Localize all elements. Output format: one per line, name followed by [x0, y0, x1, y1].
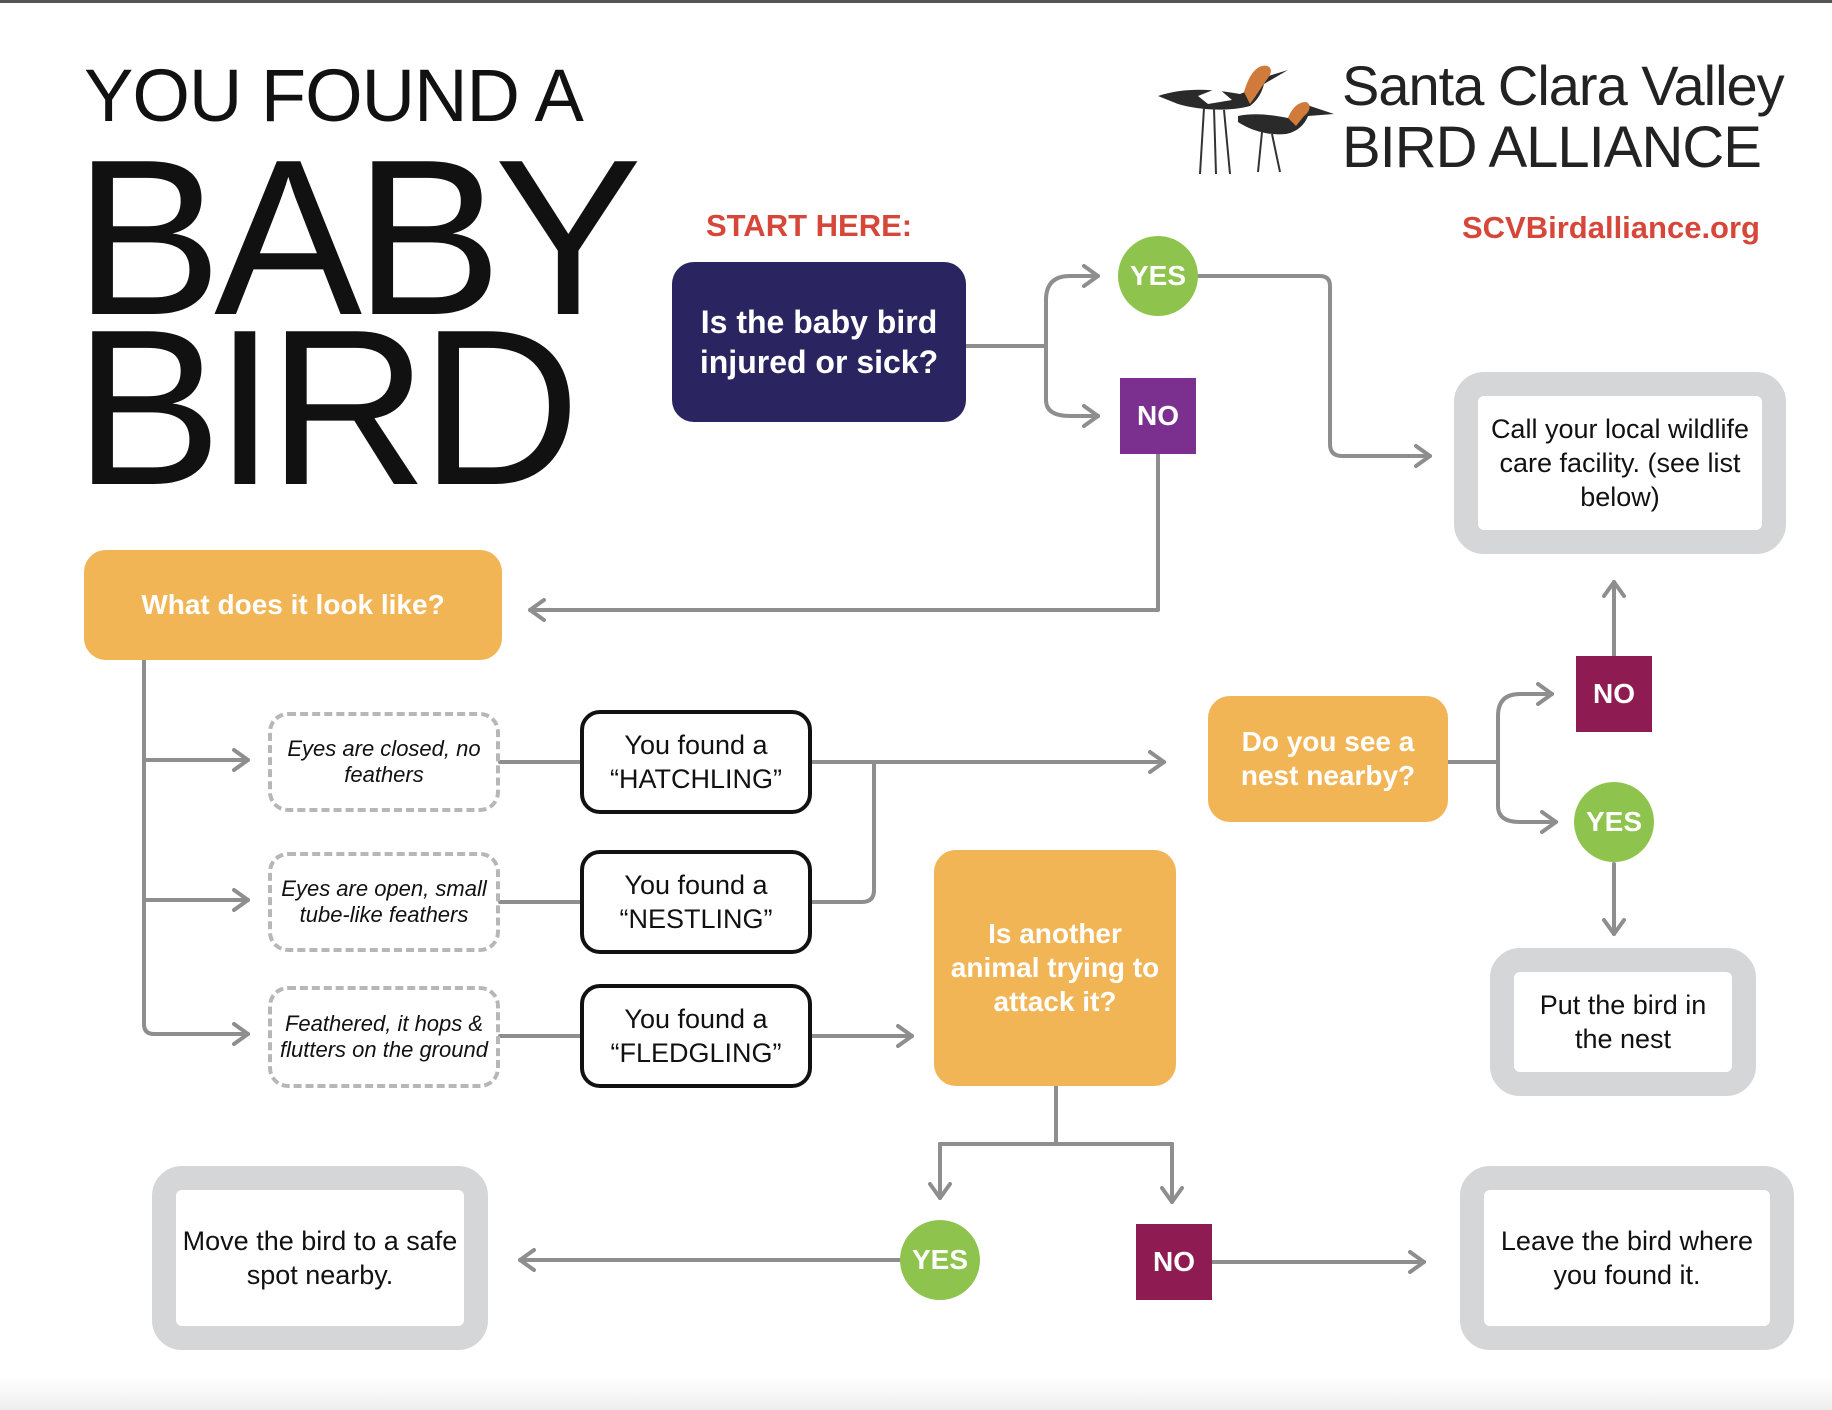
brand-name-line-2: BIRD ALLIANCE	[1342, 115, 1762, 180]
description-nestling: Eyes are open, small tube-like feathers	[268, 852, 500, 952]
avocet-birds-logo-icon	[1158, 65, 1334, 175]
question-what-does-it-look-like: What does it look like?	[84, 550, 502, 660]
bottom-edge-shadow	[0, 1378, 1832, 1410]
result-nestling: You found a “NESTLING”	[580, 850, 812, 954]
website-url[interactable]: SCVBirdalliance.org	[1461, 210, 1760, 245]
title-line-1: YOU FOUND A	[84, 54, 584, 137]
brand-name-line-1: Santa Clara Valley	[1342, 54, 1785, 117]
question-injured-or-sick: Is the baby bird injured or sick?	[672, 262, 966, 422]
description-hatchling: Eyes are closed, no feathers	[268, 712, 500, 812]
question-animal-attacking: Is another animal trying to attack it?	[934, 850, 1176, 1086]
question-nest-nearby: Do you see a nest nearby?	[1208, 696, 1448, 822]
answer-no-injured: NO	[1120, 378, 1196, 454]
answer-no-nest: NO	[1576, 656, 1652, 732]
outcome-put-in-nest: Put the bird in the nest	[1490, 948, 1756, 1096]
title-line-2: BABY	[74, 114, 642, 362]
top-rule	[0, 0, 1832, 3]
answer-yes-nest: YES	[1574, 782, 1654, 862]
outcome-move-to-safe-spot: Move the bird to a safe spot nearby.	[152, 1166, 488, 1350]
outcome-call-wildlife-facility: Call your local wildlife care facility. …	[1454, 372, 1786, 554]
outcome-leave-bird: Leave the bird where you found it.	[1460, 1166, 1794, 1350]
result-fledgling: You found a “FLEDGLING”	[580, 984, 812, 1088]
start-here-label: START HERE:	[706, 208, 913, 243]
answer-no-attack: NO	[1136, 1224, 1212, 1300]
description-fledgling: Feathered, it hops & flutters on the gro…	[268, 986, 500, 1088]
result-hatchling: You found a “HATCHLING”	[580, 710, 812, 814]
answer-yes-attack: YES	[900, 1220, 980, 1300]
title-line-3: BIRD	[74, 284, 580, 532]
answer-yes-injured: YES	[1118, 236, 1198, 316]
